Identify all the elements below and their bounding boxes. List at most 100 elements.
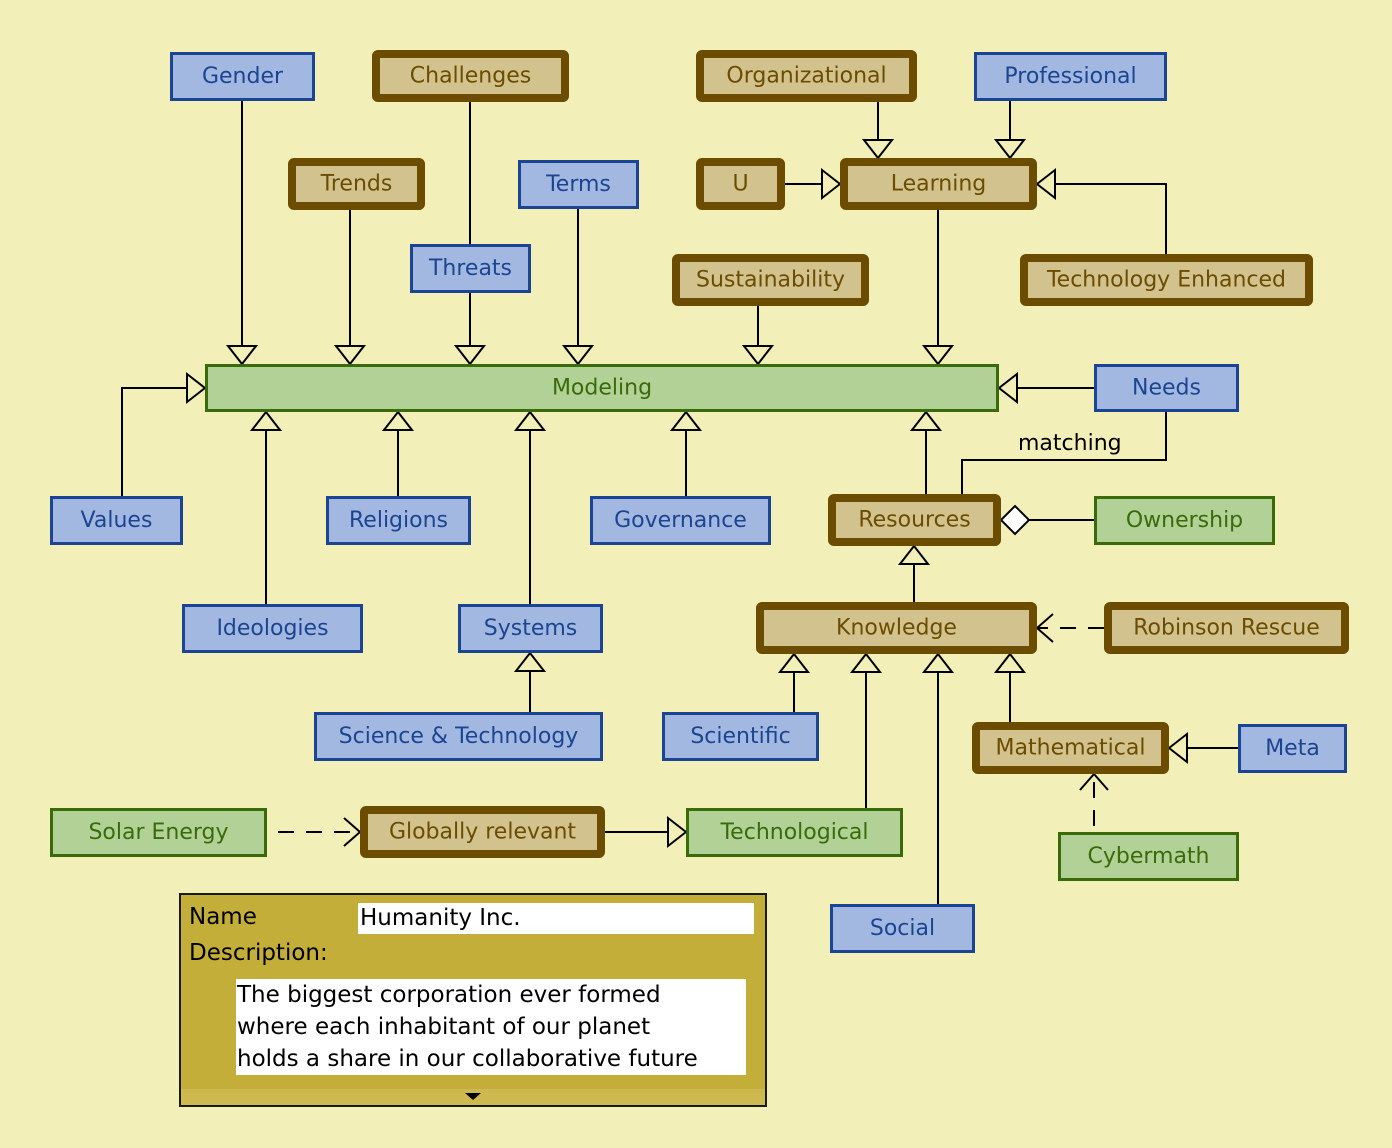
node-box [590, 496, 771, 545]
node-box [662, 712, 819, 761]
node-scientific[interactable]: Scientific [662, 712, 819, 761]
node-scitech[interactable]: Science & Technology [314, 712, 603, 761]
node-label: Globally relevant [389, 820, 576, 845]
hollow-triangle-arrow-icon [186, 371, 207, 405]
node-box [50, 808, 267, 857]
node-modeling[interactable]: Modeling [205, 364, 999, 412]
node-global[interactable]: Globally relevant [360, 806, 605, 858]
hollow-triangle-arrow-icon [921, 652, 955, 673]
node-robinson[interactable]: Robinson Rescue [1104, 602, 1349, 654]
hollow-triangle-arrow-icon [1035, 167, 1056, 201]
edge-gender-to-modeling[interactable] [225, 101, 259, 366]
node-label: Values [81, 508, 153, 533]
edge-systems-to-modeling[interactable] [513, 410, 547, 604]
node-trends[interactable]: Trends [288, 158, 425, 210]
edge-ownership-to-resources[interactable] [999, 504, 1094, 536]
node-systems[interactable]: Systems [458, 604, 603, 653]
edge-sustainability-to-modeling[interactable] [741, 306, 775, 366]
edge-tech-enhanced-to-learning[interactable] [1035, 167, 1167, 254]
node-label: Organizational [726, 64, 886, 89]
edge-religions-to-modeling[interactable] [381, 410, 415, 496]
edge-resources-to-modeling[interactable] [909, 410, 943, 494]
edge-robinson-to-knowledge[interactable] [1035, 613, 1104, 643]
edge-professional-to-learning[interactable] [993, 101, 1027, 160]
node-professional[interactable]: Professional [974, 52, 1167, 101]
edge-cybermath-to-mathematical[interactable] [1079, 772, 1109, 826]
node-box [314, 712, 603, 761]
hollow-triangle-arrow-icon [249, 410, 283, 431]
node-label: Knowledge [836, 616, 957, 641]
node-needs[interactable]: Needs [1094, 364, 1239, 412]
node-meta[interactable]: Meta [1238, 724, 1347, 773]
edge-trends-to-modeling[interactable] [333, 210, 367, 366]
edge-resources-to-needs[interactable]: matching [961, 412, 1167, 494]
node-solar[interactable]: Solar Energy [50, 808, 267, 857]
edge-terms-to-modeling[interactable] [561, 209, 595, 366]
edge-values-to-modeling[interactable] [121, 371, 207, 496]
edge-solar-to-global[interactable] [278, 817, 362, 847]
edge-scitech-to-systems[interactable] [513, 651, 547, 712]
node-label: Challenges [410, 64, 531, 89]
description-textarea[interactable]: The biggest corporation ever formed wher… [236, 979, 746, 1075]
hollow-triangle-arrow-icon [777, 652, 811, 673]
edge-governance-to-modeling[interactable] [669, 410, 703, 496]
hollow-triangle-arrow-icon [861, 139, 895, 160]
hollow-triangle-arrow-icon [453, 345, 487, 366]
edge-threats-to-modeling[interactable] [453, 293, 487, 366]
hollow-triangle-arrow-icon [897, 544, 931, 565]
node-box [1094, 496, 1275, 545]
edge-social-to-knowledge[interactable] [921, 652, 955, 904]
node-box [50, 496, 183, 545]
edge-needs-to-modeling[interactable] [997, 371, 1094, 405]
node-knowledge[interactable]: Knowledge [756, 602, 1037, 654]
description-label: Description: [189, 940, 328, 966]
edge-ideologies-to-modeling[interactable] [249, 410, 283, 604]
node-cybermath[interactable]: Cybermath [1058, 832, 1239, 881]
node-governance[interactable]: Governance [590, 496, 771, 545]
chevron-down-icon[interactable] [465, 1093, 481, 1100]
node-tech-enhanced[interactable]: Technology Enhanced [1020, 254, 1313, 306]
edge-learning-to-modeling[interactable] [921, 210, 955, 366]
node-learning[interactable]: Learning [840, 158, 1037, 210]
node-sustainability[interactable]: Sustainability [672, 254, 869, 306]
edge-mathematical-to-knowledge[interactable] [993, 652, 1027, 722]
edge-technological-to-knowledge[interactable] [849, 652, 883, 808]
node-challenges[interactable]: Challenges [372, 50, 569, 102]
edge-line [961, 412, 1167, 494]
hollow-triangle-arrow-icon [909, 410, 943, 431]
node-u[interactable]: U [696, 158, 785, 210]
node-box [696, 50, 917, 102]
node-box [458, 604, 603, 653]
hollow-triangle-arrow-icon [1167, 731, 1188, 765]
node-values[interactable]: Values [50, 496, 183, 545]
panel-expand-bar[interactable] [181, 1089, 765, 1105]
node-label: Learning [891, 172, 987, 197]
edge-meta-to-mathematical[interactable] [1167, 731, 1238, 765]
hollow-triangle-arrow-icon [821, 167, 842, 201]
node-mathematical[interactable]: Mathematical [972, 722, 1169, 774]
node-social[interactable]: Social [830, 904, 975, 953]
edge-global-to-technological[interactable] [605, 815, 688, 849]
edge-knowledge-to-resources[interactable] [897, 544, 931, 602]
node-organizational[interactable]: Organizational [696, 50, 917, 102]
node-religions[interactable]: Religions [326, 496, 471, 545]
node-terms[interactable]: Terms [518, 160, 639, 209]
aggregation-diamond-icon [999, 504, 1031, 536]
node-box [828, 494, 1001, 546]
node-box [756, 602, 1037, 654]
node-threats[interactable]: Threats [410, 244, 531, 293]
name-input[interactable]: Humanity Inc. [358, 903, 754, 934]
edge-scientific-to-knowledge[interactable] [777, 652, 811, 712]
edge-u-to-learning[interactable] [785, 167, 842, 201]
node-label: Meta [1265, 736, 1320, 761]
node-gender[interactable]: Gender [170, 52, 315, 101]
node-ownership[interactable]: Ownership [1094, 496, 1275, 545]
edge-organizational-to-learning[interactable] [861, 102, 895, 160]
node-ideologies[interactable]: Ideologies [182, 604, 363, 653]
hollow-triangle-arrow-icon [669, 410, 703, 431]
node-resources[interactable]: Resources [828, 494, 1001, 546]
node-box [372, 50, 569, 102]
node-technological[interactable]: Technological [686, 808, 903, 857]
node-label: Sustainability [696, 268, 845, 293]
hollow-triangle-arrow-icon [333, 345, 367, 366]
